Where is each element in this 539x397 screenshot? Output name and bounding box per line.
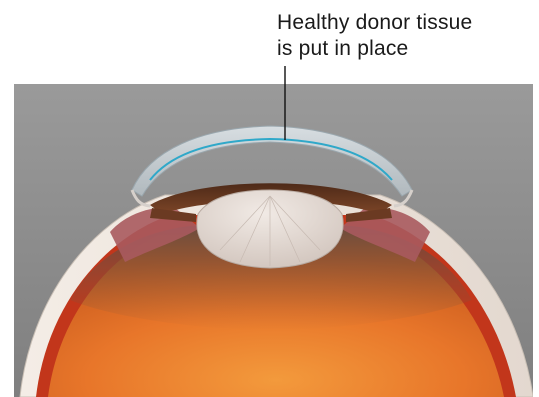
annotation-line-2: is put in place bbox=[277, 36, 472, 62]
annotation-line-1: Healthy donor tissue bbox=[277, 10, 472, 36]
annotation-caption: Healthy donor tissue is put in place bbox=[277, 10, 472, 62]
